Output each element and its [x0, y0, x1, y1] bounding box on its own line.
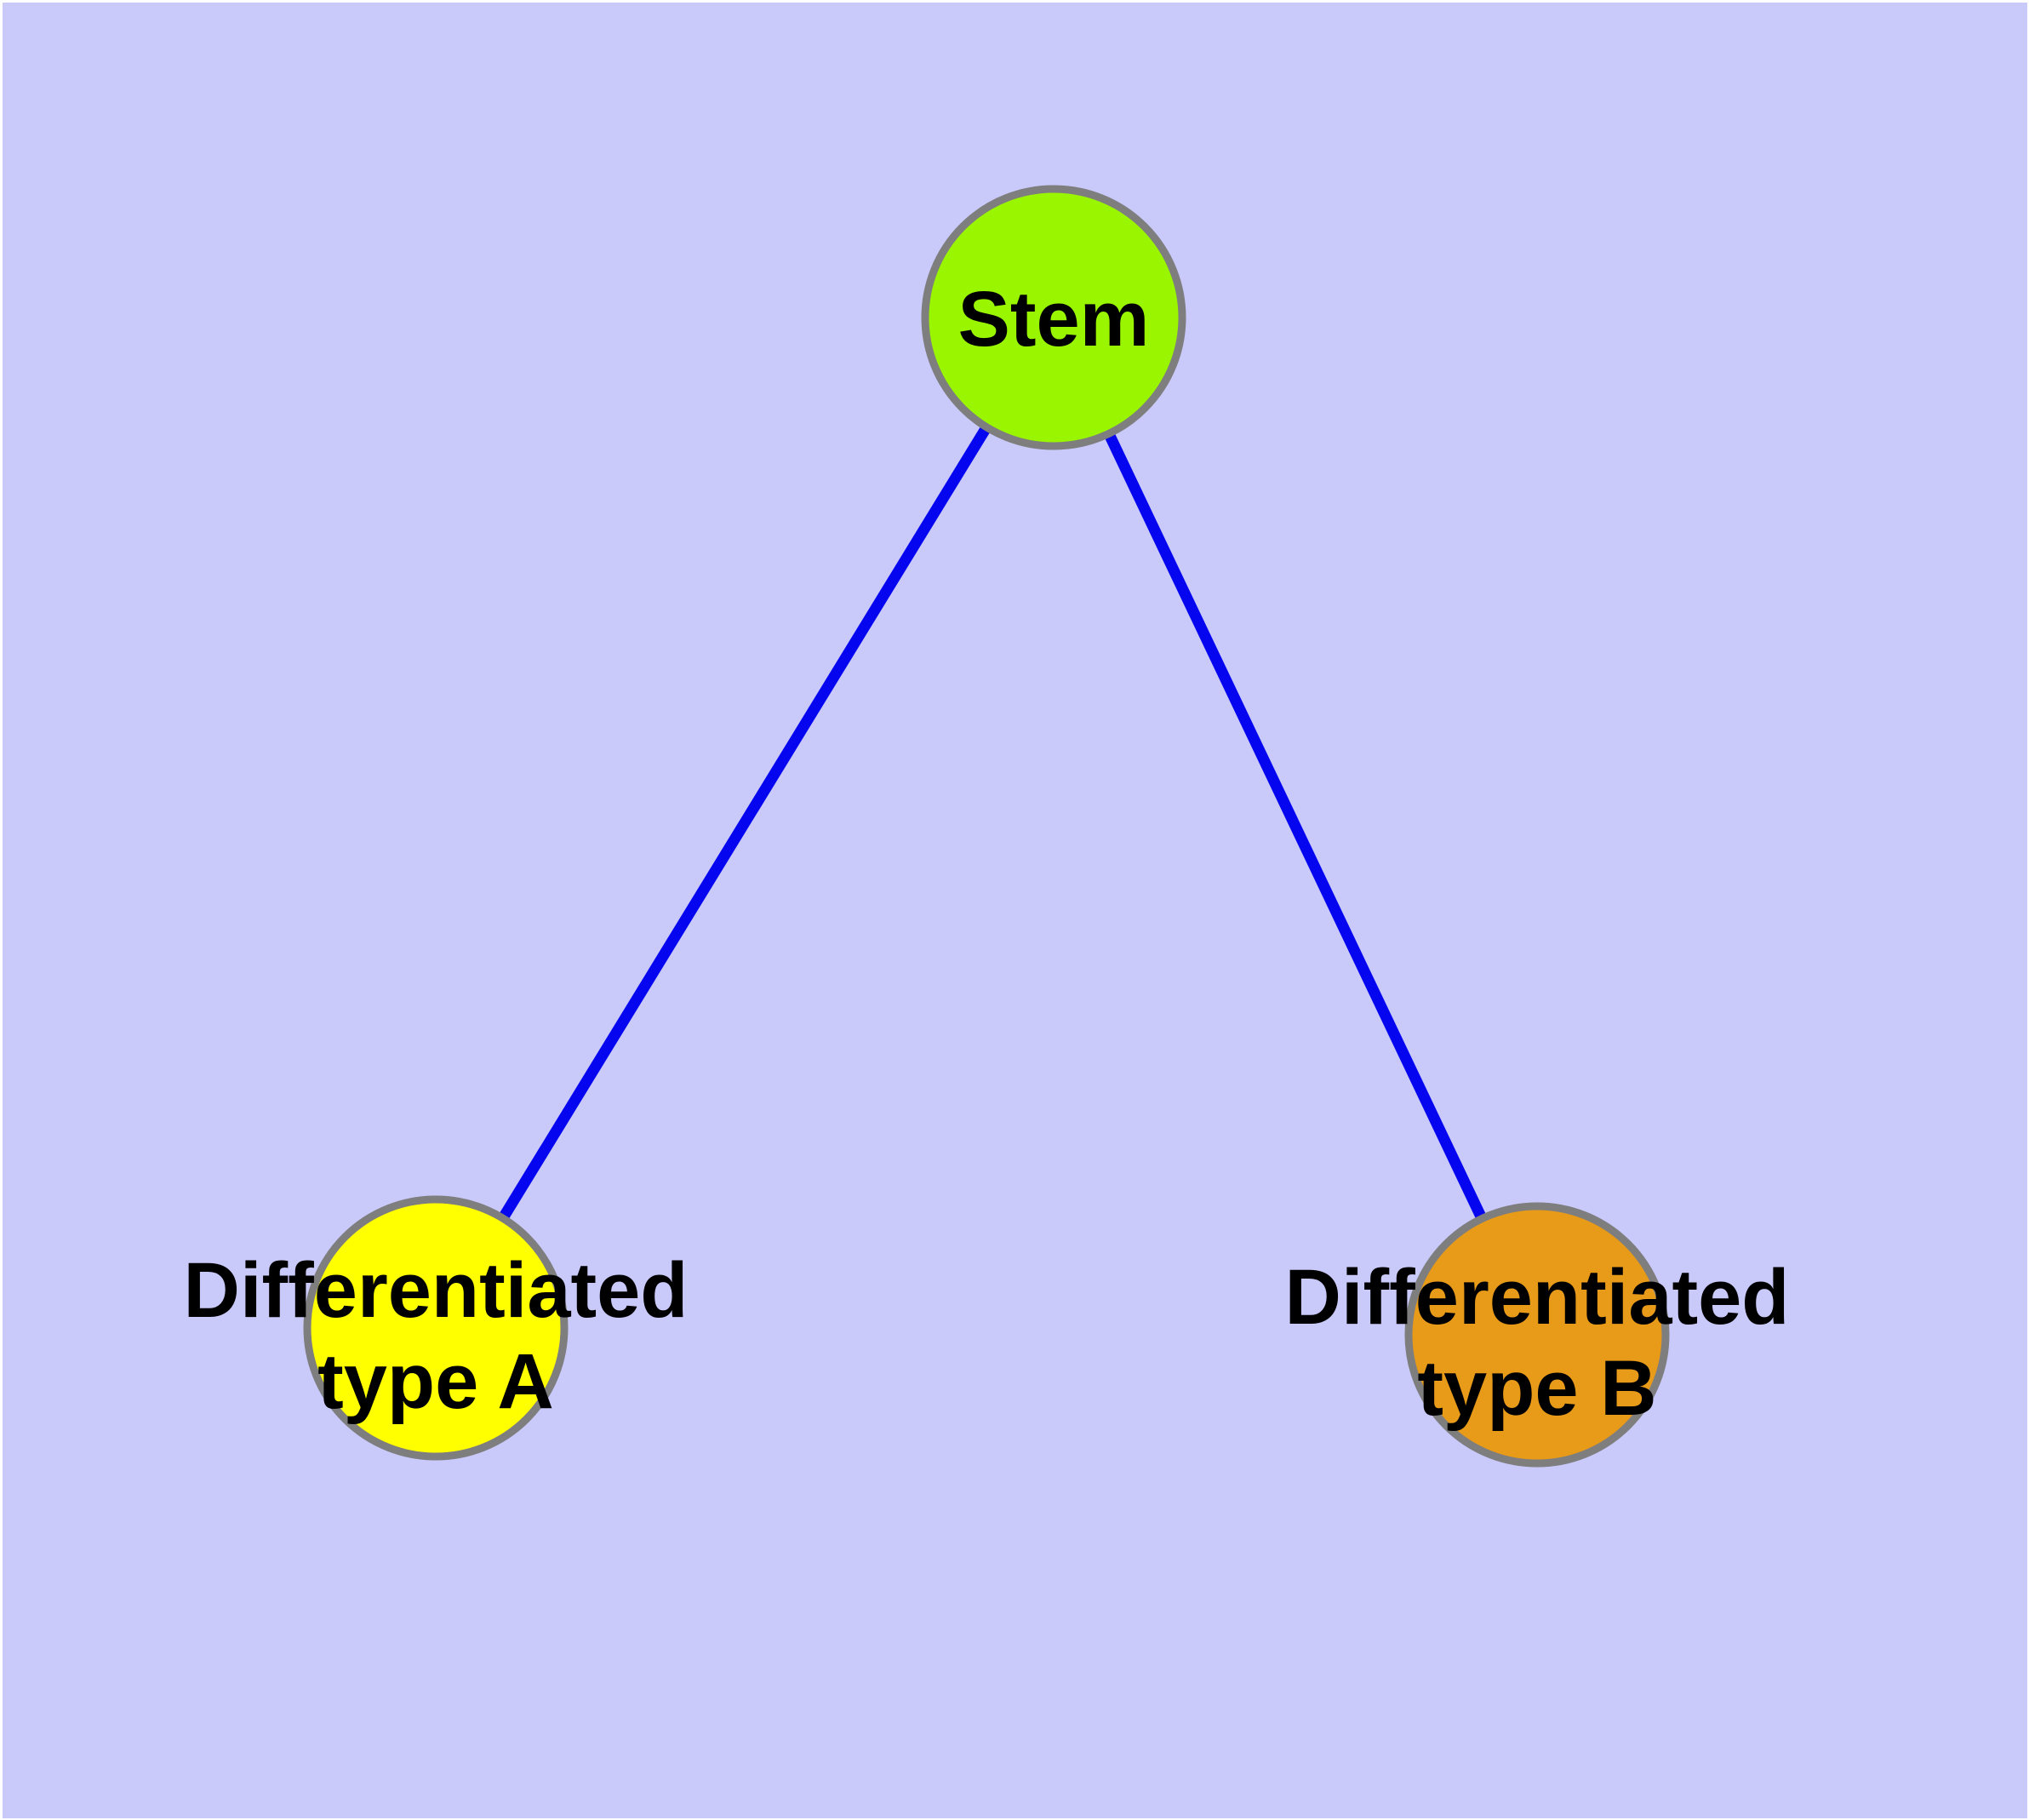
node-type-a-label-line1: Differentiated: [184, 1247, 689, 1334]
node-type-a-label-line2: type A: [317, 1338, 554, 1425]
node-type-b-label-line2: type B: [1417, 1345, 1656, 1432]
node-type-a-circle: [303, 1195, 569, 1461]
node-type-b-label-line1: Differentiated: [1285, 1254, 1790, 1341]
edge-stem-to-type-a: [431, 314, 1059, 1331]
node-stem-circle: [921, 185, 1186, 450]
node-type-b-circle: [1404, 1202, 1670, 1468]
edge-stem-to-type-b: [1049, 315, 1542, 1337]
node-stem-label: Stem: [958, 276, 1150, 363]
